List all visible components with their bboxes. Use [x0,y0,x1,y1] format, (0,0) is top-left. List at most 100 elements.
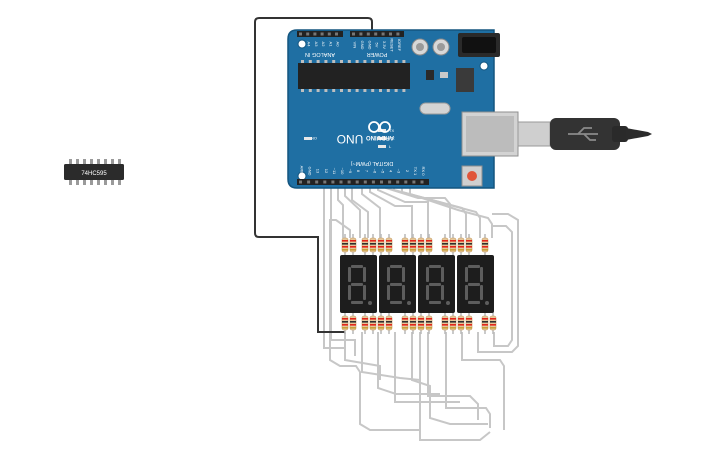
resistor[interactable] [449,312,457,334]
wire[interactable] [323,185,345,349]
resistor[interactable] [377,312,385,334]
resistor[interactable] [465,234,473,256]
chip-pin[interactable] [104,159,107,164]
chip-pin[interactable] [83,159,86,164]
header-pin[interactable] [380,180,383,184]
chip-pin[interactable] [118,180,121,185]
header-pin[interactable] [307,180,311,184]
resistor[interactable] [377,234,385,256]
resistor[interactable] [409,312,417,334]
header-pin[interactable] [347,180,351,184]
header-pin[interactable] [404,180,408,184]
header-pin[interactable] [355,180,359,184]
header-pin[interactable] [315,180,319,184]
header-pin[interactable] [389,32,392,36]
resistor[interactable] [457,312,465,334]
wire[interactable] [385,185,451,238]
wire[interactable] [369,185,413,238]
resistor[interactable] [425,234,433,256]
analog-header[interactable] [297,31,343,37]
resistor[interactable] [457,234,465,256]
resistor[interactable] [341,234,349,256]
header-pin[interactable] [396,180,400,184]
header-pin[interactable] [327,32,331,36]
header-pin[interactable] [331,180,335,184]
wire[interactable] [401,185,481,238]
header-pin[interactable] [339,180,343,184]
header-pin[interactable] [374,32,378,36]
header-pin[interactable] [359,32,363,36]
usb-cable[interactable] [517,118,652,150]
header-pin[interactable] [306,32,310,36]
header-pin[interactable] [299,32,302,36]
resistor[interactable] [401,234,409,256]
wire[interactable] [361,332,421,381]
header-pin[interactable] [363,180,367,184]
wire[interactable] [329,219,420,431]
digital-header[interactable] [297,179,429,185]
wire[interactable] [377,332,440,395]
chip-pin[interactable] [69,159,72,164]
seven-segment-display[interactable] [457,255,494,313]
shift-register-chip[interactable]: 74HC595 [64,159,124,185]
header-pin[interactable] [352,32,355,36]
resistor[interactable] [349,312,357,334]
resistor[interactable] [341,312,349,334]
resistor[interactable] [369,234,377,256]
header-pin[interactable] [420,180,424,184]
header-pin[interactable] [320,32,324,36]
chip-pin[interactable] [69,180,72,185]
resistor[interactable] [369,312,377,334]
resistor[interactable] [465,312,473,334]
wire[interactable] [351,185,369,238]
seven-segment-display[interactable] [379,255,416,313]
resistor[interactable] [417,234,425,256]
resistor[interactable] [449,234,457,256]
header-pin[interactable] [323,180,327,184]
header-pin[interactable] [371,180,375,184]
wire[interactable] [337,185,344,238]
wire[interactable] [344,185,361,238]
resistor[interactable] [401,312,409,334]
wire[interactable] [477,213,519,353]
header-pin[interactable] [388,180,392,184]
chip-pin[interactable] [76,180,79,185]
seven-segment-display[interactable] [418,255,455,313]
resistor[interactable] [385,234,393,256]
resistor[interactable] [441,312,449,334]
resistor[interactable] [385,312,393,334]
chip-pin[interactable] [90,159,93,164]
header-pin[interactable] [412,180,416,184]
resistor[interactable] [409,234,417,256]
resistor[interactable] [481,312,489,334]
chip-pin[interactable] [111,159,114,164]
resistor[interactable] [441,234,449,256]
resistor[interactable] [417,312,425,334]
header-pin[interactable] [366,32,370,36]
header-pin[interactable] [396,32,400,36]
resistor[interactable] [349,234,357,256]
seven-segment-display[interactable] [340,255,377,313]
wire[interactable] [419,332,491,441]
header-pin[interactable] [335,32,338,36]
wire[interactable] [427,332,479,420]
chip-pin[interactable] [83,180,86,185]
reset-button[interactable] [467,171,477,181]
chip-pin[interactable] [118,159,121,164]
resistor[interactable] [489,312,497,334]
header-pin[interactable] [381,32,385,36]
wire[interactable] [461,332,505,430]
chip-pin[interactable] [111,180,114,185]
chip-pin[interactable] [90,180,93,185]
chip-pin[interactable] [76,159,79,164]
chip-pin[interactable] [97,159,100,164]
resistor[interactable] [481,234,489,256]
wire[interactable] [411,332,488,425]
chip-pin[interactable] [104,180,107,185]
resistor[interactable] [425,312,433,334]
header-pin[interactable] [313,32,317,36]
resistor[interactable] [361,312,369,334]
wire[interactable] [445,332,491,428]
